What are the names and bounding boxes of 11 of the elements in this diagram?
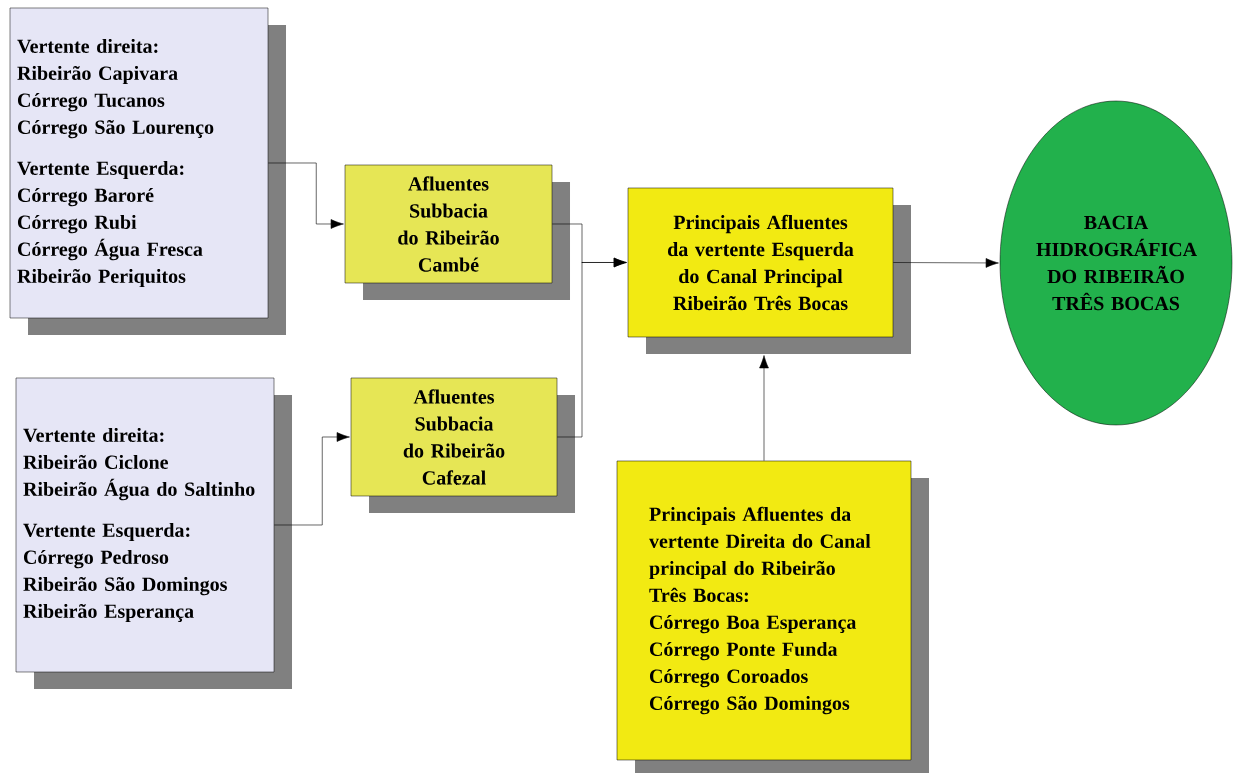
- list-box: Principais Afluentes da vertente Direita do Canal principal do Ribeirão Três Bocas: Córrego Boa Esperança Córrego Ponte Funda Córrego Coroados Córrego São Domingos: [616, 460, 929, 773]
- arrow: [556, 257, 627, 438]
- arrow: [267, 162, 344, 229]
- process-box: Afluentes Subbacia do Ribeirão Cafezal: [350, 377, 575, 513]
- list-box: Vertente direita: Ribeirão Capivara Córrego Tucanos Córrego São Lourenço Vertente Esquerda: Córrego Baroré Córrego Rubi Córrego Água Fresca Ribeirão Periquitos: [9, 7, 286, 335]
- arrow: [273, 432, 350, 526]
- arrow: [759, 355, 769, 462]
- process-box: Principais Afluentes da vertente Esquerda do Canal Principal Ribeirão Três Bocas: [627, 187, 911, 354]
- list-box: Vertente direita: Ribeirão Ciclone Ribeirão Água do Saltinho Vertente Esquerda: Córrego Pedroso Ribeirão São Domingos Ribeirão Esperança: [15, 377, 292, 689]
- process-box: Afluentes Subbacia do Ribeirão Cambé: [344, 164, 570, 300]
- arrow: [892, 258, 999, 268]
